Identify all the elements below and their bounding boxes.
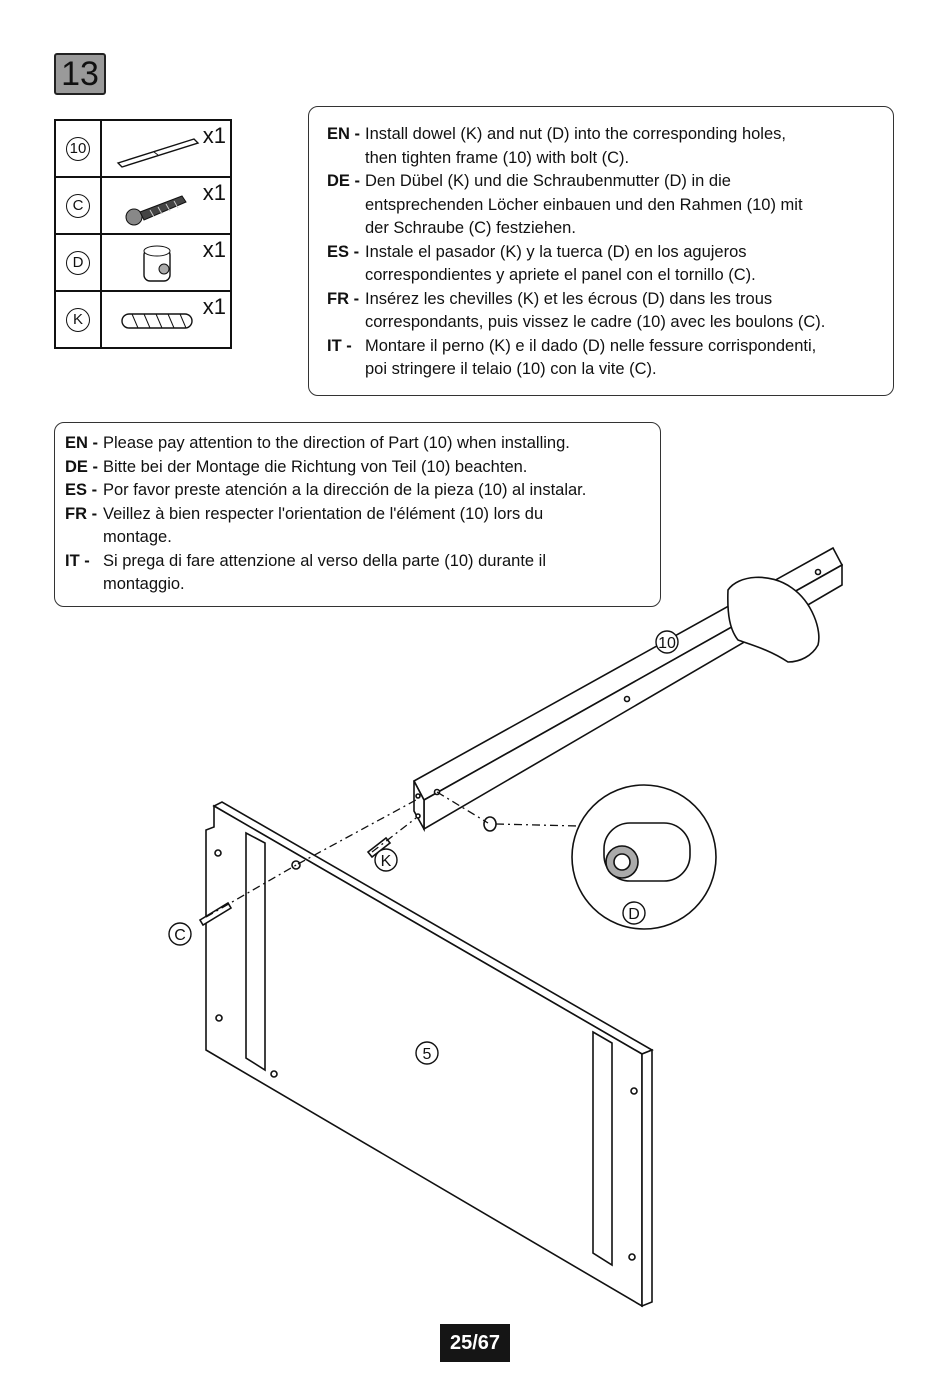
hand <box>727 576 820 663</box>
notice-text: Si prega di fare attenzione al verso del… <box>103 551 547 570</box>
magnifier <box>571 784 717 930</box>
instruction-text: Den Dübel (K) und die Schraubenmutter (D… <box>365 172 731 190</box>
lang-code: DE - <box>65 457 98 476</box>
part-row: D x1 <box>54 233 232 292</box>
lang-code: ES - <box>65 481 98 499</box>
part-row: C x1 <box>54 176 232 235</box>
bolt-icon <box>125 195 187 226</box>
instruction-text: Montare il perno (K) e il dado (D) nelle… <box>365 336 817 355</box>
part-row: K x1 <box>54 290 232 349</box>
notice-text: Por favor preste atención a la dirección… <box>103 481 587 499</box>
lang-code: FR - <box>65 504 98 523</box>
instruction-text: Instale el pasador (K) y la tuerca (D) e… <box>365 242 747 261</box>
lang-code: DE - <box>327 172 360 190</box>
lang-code: ES - <box>327 242 360 261</box>
lang-code: EN - <box>65 434 98 452</box>
part-qty: x1 <box>202 294 226 319</box>
barrel-nut <box>483 816 497 832</box>
instruction-text: then tighten frame (10) with bolt (C). <box>365 148 630 167</box>
instruction-text: Install dowel (K) and nut (D) into the c… <box>365 125 786 143</box>
parts-table: 10 x1 C x1 D x <box>54 119 232 349</box>
instruction-text: poi stringere il telaio (10) con la vite… <box>365 360 657 378</box>
notice-text: Bitte bei der Montage die Richtung von T… <box>103 457 528 476</box>
notice-text: Please pay attention to the direction of… <box>103 434 570 452</box>
lang-code: FR - <box>327 289 360 308</box>
barrel-nut-icon <box>143 245 171 282</box>
notice-box: EN - Please pay attention to the directio… <box>54 422 661 607</box>
page-number: 25/67 <box>440 1324 510 1362</box>
notice-text: montage. <box>103 528 172 546</box>
instruction-text: correspondientes y apriete el panel con … <box>365 266 756 284</box>
part-qty: x1 <box>202 123 226 148</box>
instruction-text: entsprechenden Löcher einbauen und den R… <box>365 195 803 214</box>
bolt <box>198 901 233 927</box>
part-id: C <box>66 193 90 218</box>
step-number: 13 <box>54 53 106 95</box>
lang-code: IT - <box>65 551 90 570</box>
instruction-text: correspondants, puis vissez le cadre (10… <box>365 313 826 331</box>
dowel-icon <box>121 313 193 329</box>
part-id: D <box>66 250 90 275</box>
part-id: 10 <box>66 136 90 161</box>
dowel-label: K <box>381 853 392 870</box>
notice-text: Veillez à bien respecter l'orientation d… <box>103 504 544 523</box>
frame-label: 10 <box>658 635 676 652</box>
instruction-text: Insérez les chevilles (K) et les écrous … <box>365 289 773 308</box>
notice-text: montaggio. <box>103 575 185 593</box>
bolt-label: C <box>174 927 186 944</box>
dowel <box>366 836 392 859</box>
part-qty: x1 <box>202 180 226 205</box>
part-row: 10 x1 <box>54 119 232 178</box>
part-id: K <box>66 307 90 332</box>
instruction-text: der Schraube (C) festziehen. <box>365 219 576 237</box>
instructions-box: EN - Install dowel (K) and nut (D) into t… <box>308 106 894 396</box>
frame-bar-icon <box>116 138 200 168</box>
panel-label: 5 <box>423 1046 432 1063</box>
lang-code: EN - <box>327 125 360 143</box>
part-qty: x1 <box>202 237 226 262</box>
lang-code: IT - <box>327 336 352 355</box>
nut-label: D <box>628 906 640 923</box>
